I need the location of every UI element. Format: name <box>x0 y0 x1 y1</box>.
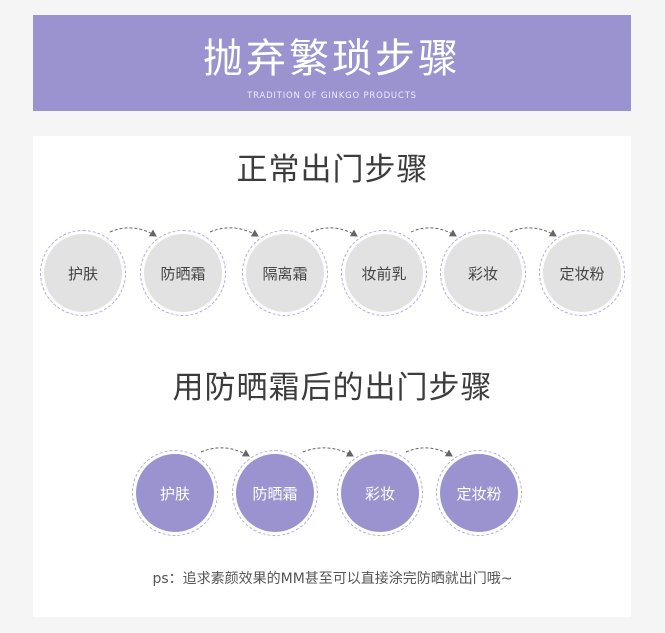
step-label: 护肤 <box>159 484 190 503</box>
step-label: 定妆粉 <box>559 264 605 283</box>
header-banner: 抛弃繁琐步骤 TRADITION OF GINKGO PRODUCTS <box>33 15 631 111</box>
step-circle: 彩妆 <box>337 450 423 536</box>
banner-title: 抛弃繁琐步骤 <box>203 36 461 82</box>
step-circle: 定妆粉 <box>539 230 625 316</box>
content-panel <box>33 136 631 617</box>
section-title-normal: 正常出门步骤 <box>236 152 429 188</box>
step-label: 妆前乳 <box>361 264 407 283</box>
step-circle: 妆前乳 <box>341 230 427 316</box>
step-circle: 护肤 <box>132 450 218 536</box>
step-label: 隔离霜 <box>262 264 308 283</box>
step-circle: 定妆粉 <box>436 450 522 536</box>
step-circle: 彩妆 <box>440 230 526 316</box>
step-label: 定妆粉 <box>456 484 502 503</box>
section-title-with-sunscreen: 用防晒霜后的出门步骤 <box>172 370 493 406</box>
step-circle: 防晒霜 <box>140 230 226 316</box>
step-label: 防晒霜 <box>160 264 206 283</box>
step-label: 防晒霜 <box>252 484 298 503</box>
step-label: 护肤 <box>67 264 98 283</box>
footnote: ps：追求素颜效果的MM甚至可以直接涂完防晒就出门哦~ <box>152 571 513 587</box>
banner-subtitle: TRADITION OF GINKGO PRODUCTS <box>247 91 417 101</box>
step-label: 彩妆 <box>467 264 498 283</box>
step-label: 彩妆 <box>364 484 395 503</box>
step-circle: 防晒霜 <box>232 450 318 536</box>
step-circle: 护肤 <box>40 230 126 316</box>
step-circle: 隔离霜 <box>242 230 328 316</box>
